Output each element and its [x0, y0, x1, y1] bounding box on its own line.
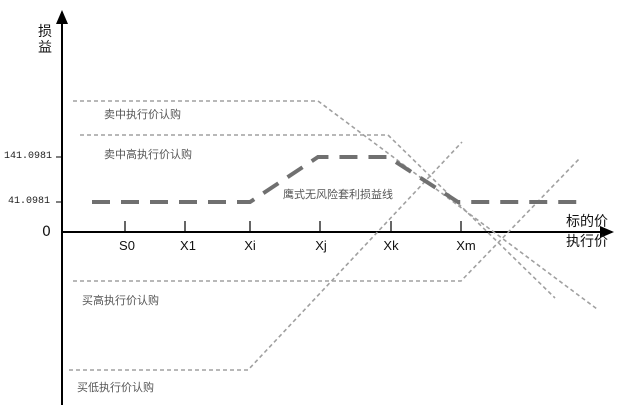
y-title-char: 损: [38, 24, 52, 40]
buy-high-call-label: 买高执行价认购: [82, 294, 159, 307]
x-axis-title-strike: 执行价: [566, 234, 608, 250]
y-tick-label: 141.0981: [4, 151, 53, 162]
origin-label: 0: [42, 224, 51, 240]
x-axis-title-underlying: 标的价: [566, 214, 608, 230]
x-tick-marks: [124, 221, 462, 232]
sell-mid-call-label: 卖中执行价认购: [104, 108, 181, 121]
sell-midhigh-call-label: 卖中高执行价认购: [104, 148, 192, 161]
x-tick-label: S0: [119, 238, 135, 253]
x-tick-label: Xk: [383, 238, 399, 253]
y-title-char: 益: [38, 40, 52, 56]
x-tick-label: Xm: [456, 238, 476, 253]
sell-midhigh-call-line: [80, 134, 556, 299]
buy-low-call-line: [69, 141, 463, 371]
y-tick-label: 41.0981: [8, 196, 51, 207]
condor-profit-label: 鹰式无风险套利损益线: [283, 188, 393, 201]
x-tick-label: Xi: [244, 238, 256, 253]
buy-low-call-label: 买低执行价认购: [77, 381, 154, 394]
y-axis-title: 损 益: [38, 24, 54, 56]
buy-high-call-line: [73, 157, 581, 282]
x-tick-label: X1: [180, 238, 196, 253]
condor-profit-line: [92, 155, 585, 204]
sell-mid-call-line: [73, 100, 598, 310]
x-tick-label: Xj: [315, 238, 327, 253]
